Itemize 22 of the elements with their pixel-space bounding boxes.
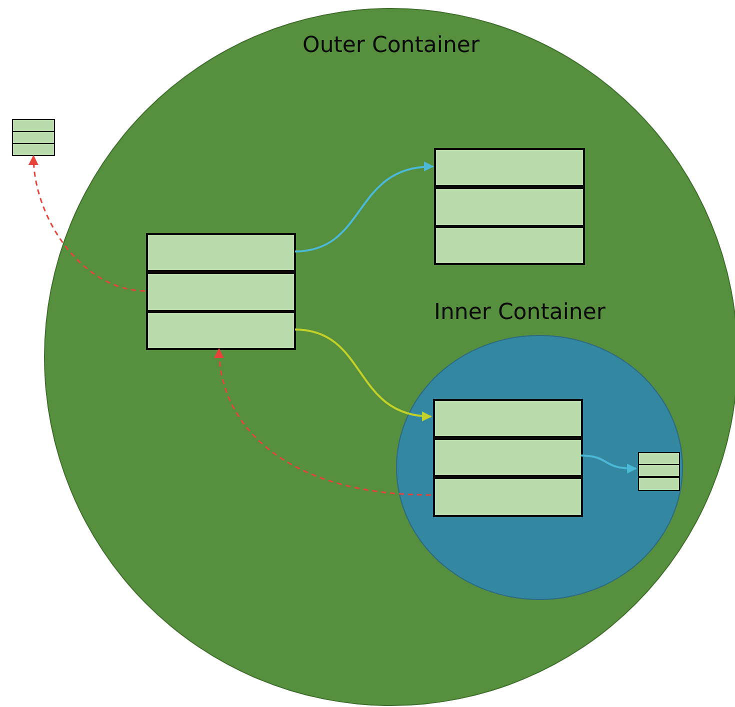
container-title: Inner Container — [434, 300, 606, 326]
arrow — [580, 454, 637, 474]
container-title: Outer Container — [302, 33, 480, 59]
record-field — [146, 233, 296, 272]
record-field — [433, 438, 583, 477]
record-field — [434, 148, 585, 187]
dashed-arrow — [214, 348, 432, 496]
dashed-arrow — [29, 155, 146, 292]
record-field — [434, 226, 585, 265]
record-field — [146, 311, 296, 350]
arrow — [294, 162, 434, 252]
record-field — [12, 119, 55, 132]
record-field — [12, 143, 55, 156]
arrow — [294, 328, 432, 421]
record-field — [638, 464, 680, 477]
record-field — [146, 272, 296, 312]
record-field — [638, 452, 680, 465]
record-field — [638, 477, 680, 491]
record-field — [12, 131, 55, 144]
record-field — [434, 187, 585, 227]
record-field — [433, 399, 583, 438]
record-field — [433, 477, 583, 517]
